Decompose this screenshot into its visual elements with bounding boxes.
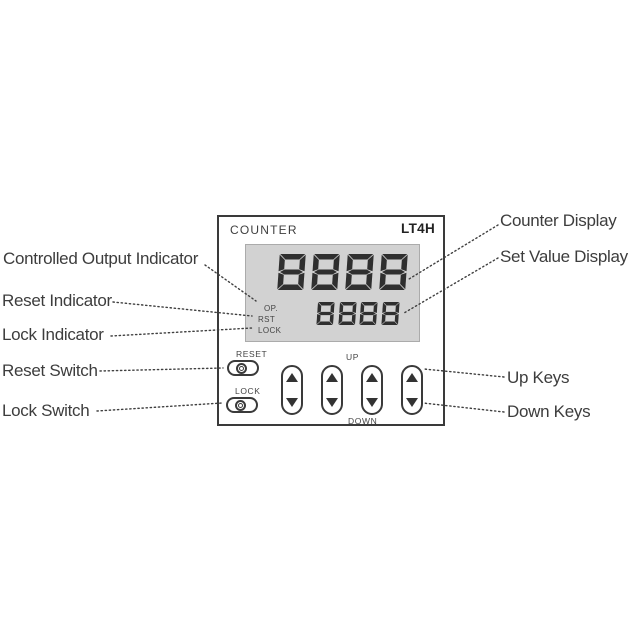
reset-switch[interactable] — [227, 360, 259, 376]
leader-reset-switch — [99, 367, 224, 372]
lcd-display: OP. RST LOCK — [245, 244, 420, 342]
label-controlled-output-indicator: Controlled Output Indicator — [3, 249, 199, 268]
up-down-key-2[interactable] — [321, 365, 343, 415]
label-reset-switch: Reset Switch — [2, 361, 98, 380]
up-down-key-3[interactable] — [361, 365, 383, 415]
seven-segment-digit — [311, 254, 340, 290]
counter-display-value — [277, 254, 416, 290]
lock-switch[interactable] — [226, 397, 258, 413]
reset-switch-knob-icon — [236, 362, 247, 374]
seven-segment-digit — [380, 302, 400, 325]
up-arrow-icon[interactable] — [406, 373, 418, 382]
down-keys-label: DOWN — [348, 416, 378, 426]
label-counter-display: Counter Display — [500, 211, 617, 230]
label-down-keys: Down Keys — [507, 402, 591, 421]
down-arrow-icon[interactable] — [286, 398, 298, 407]
reset-indicator: RST — [258, 315, 276, 324]
seven-segment-digit — [316, 302, 335, 325]
up-arrow-icon[interactable] — [366, 373, 378, 382]
seven-segment-digit — [359, 302, 378, 325]
label-lock-switch: Lock Switch — [2, 401, 90, 420]
leader-lock-switch — [96, 402, 223, 412]
lock-switch-label: LOCK — [235, 386, 261, 396]
up-arrow-icon[interactable] — [286, 373, 298, 382]
seven-segment-digit — [337, 302, 357, 325]
reset-switch-label: RESET — [236, 349, 268, 359]
seven-segment-digit — [379, 254, 408, 290]
down-arrow-icon[interactable] — [326, 398, 338, 407]
seven-segment-digit — [345, 254, 374, 290]
up-down-key-4[interactable] — [401, 365, 423, 415]
down-arrow-icon[interactable] — [366, 398, 378, 407]
lock-indicator: LOCK — [258, 326, 282, 335]
label-up-keys: Up Keys — [507, 368, 570, 387]
down-arrow-icon[interactable] — [406, 398, 418, 407]
label-set-value-display: Set Value Display — [500, 247, 628, 266]
set-value-display-value — [316, 302, 404, 325]
up-down-key-1[interactable] — [281, 365, 303, 415]
device-type-label: COUNTER — [230, 223, 298, 237]
up-arrow-icon[interactable] — [326, 373, 338, 382]
output-indicator: OP. — [264, 304, 278, 313]
device-model-label: LT4H — [401, 221, 435, 236]
label-lock-indicator: Lock Indicator — [2, 325, 104, 344]
label-reset-indicator: Reset Indicator — [2, 291, 112, 310]
up-keys-label: UP — [346, 352, 360, 362]
lock-switch-knob-icon — [235, 399, 246, 411]
seven-segment-digit — [277, 254, 306, 290]
counter-device-panel: COUNTER LT4H OP. RST LOCK RESET LOCK UP … — [217, 215, 445, 426]
